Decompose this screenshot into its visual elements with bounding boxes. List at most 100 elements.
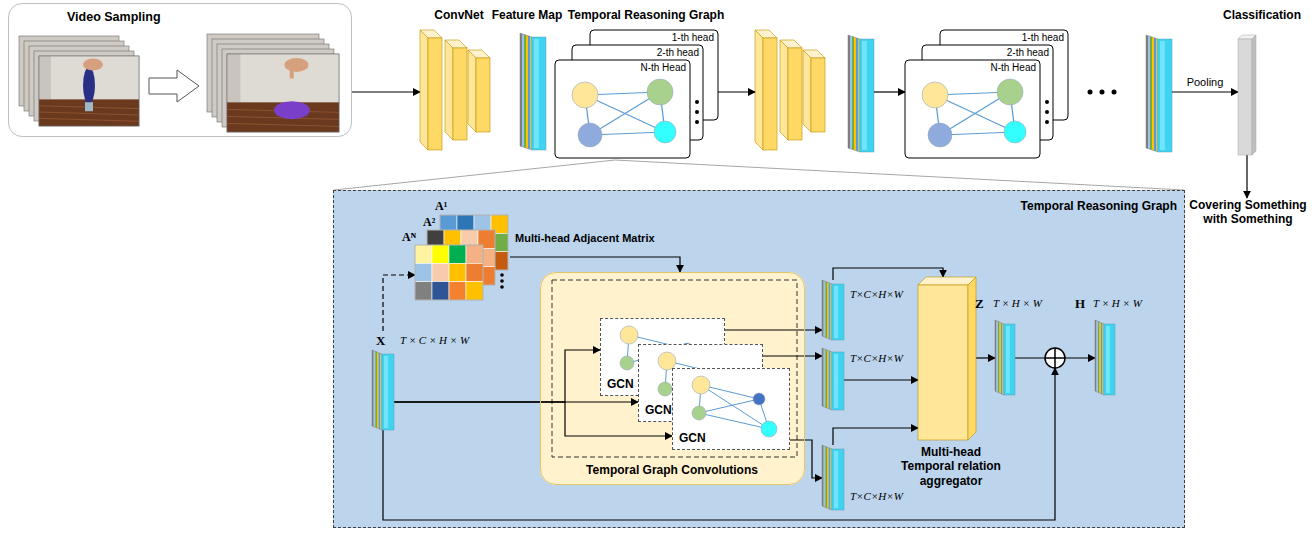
- graph-stack: 1-th head2-th headN-th Head: [905, 30, 1068, 158]
- shape-rect: [1160, 41, 1165, 150]
- feature-map: T×C×H×W: [822, 280, 844, 340]
- shape-rect: [1238, 39, 1252, 155]
- shape-g: [415, 215, 508, 300]
- shape-polygon: [1000, 322, 1002, 394]
- shape-polygon: [1097, 321, 1099, 393]
- shape-rect: [832, 449, 844, 510]
- shape-polygon: [998, 321, 1000, 393]
- shape-polygon: [520, 33, 532, 150]
- gcn-label: GCN: [645, 403, 685, 417]
- shape-polygon: [1001, 323, 1003, 395]
- tensor-symbol: X: [376, 333, 385, 349]
- flow-arrow: [510, 257, 680, 272]
- shape-polygon: [829, 448, 831, 510]
- flow-arrow: [763, 355, 822, 356]
- convnet-block: ConvNet: [420, 30, 498, 152]
- shape-rect: [860, 39, 874, 152]
- shape-g: [555, 30, 718, 158]
- shape-rect: [227, 54, 339, 102]
- feature-map-figure: [822, 348, 844, 410]
- shape-rect: [534, 39, 539, 148]
- shape-circle: [997, 79, 1023, 105]
- graph-conv-group: Temporal Graph ConvolutionsGCNGCNGCN: [540, 272, 805, 485]
- shape-polygon: [803, 50, 811, 132]
- shape-polygon: [825, 446, 827, 508]
- shape-g: [918, 277, 976, 440]
- shape-g: [822, 445, 844, 510]
- shape-polygon: [829, 351, 831, 410]
- shape-polygon: [997, 321, 999, 393]
- classifier-bar: Classification: [1238, 35, 1256, 155]
- shape-rect: [1004, 324, 1015, 395]
- block-title: Classification: [1212, 8, 1312, 22]
- shape-polygon: [825, 349, 827, 408]
- shape-line: [1054, 348, 1056, 368]
- shape-line: [39, 118, 139, 121]
- shape-g: [420, 30, 490, 150]
- flow-arrow: [383, 275, 415, 331]
- shape-polygon: [374, 351, 376, 428]
- feature-map-figure: [822, 445, 844, 510]
- feature-map: HT × H × W: [1095, 320, 1115, 395]
- convnet-block: [755, 30, 825, 150]
- shape-polygon: [825, 281, 827, 338]
- shape-line: [701, 385, 769, 429]
- matrix-symbol: A¹: [435, 199, 447, 213]
- head-group-outline: [552, 280, 797, 457]
- shape-polygon: [1154, 38, 1156, 152]
- sum-symbol: [1045, 348, 1065, 368]
- shape-rect: [788, 48, 802, 140]
- shape-rect: [834, 286, 838, 338]
- shape-line: [699, 413, 769, 429]
- flow-arrow: [725, 329, 822, 330]
- dimension-label: T × C × H × W: [400, 334, 469, 347]
- flow-arrow: [1172, 91, 1238, 92]
- shape-g: [905, 30, 1068, 158]
- flow-arrow: [790, 440, 822, 478]
- head-label: 2-th head: [999, 47, 1049, 59]
- shape-polygon: [850, 36, 852, 150]
- feature-map: T×C×H×W: [822, 445, 844, 510]
- panel-title: Video Sampling: [67, 10, 161, 25]
- shape-polygon: [755, 30, 763, 150]
- head-label: N-th Head: [986, 62, 1036, 74]
- shape-circle: [695, 100, 699, 104]
- shape-rect: [39, 56, 139, 126]
- shape-rect: [415, 245, 483, 300]
- panel-fills: [333, 190, 1185, 528]
- shape-polygon: [522, 34, 524, 148]
- shape-rect: [1106, 326, 1110, 393]
- block-title: Multi-head Adjacent Matrix: [515, 232, 655, 245]
- shape-polygon: [526, 35, 528, 149]
- operation-label: Pooling: [1180, 76, 1230, 89]
- shape-polygon: [1156, 38, 1158, 152]
- feature-map-figure: [520, 33, 546, 150]
- shape-rect: [428, 38, 442, 150]
- tensor-symbol: Z: [975, 296, 984, 312]
- shape-g: [1238, 35, 1256, 155]
- shape-polygon: [803, 50, 825, 58]
- shape-rect: [1104, 324, 1115, 395]
- shape-polygon: [995, 320, 1004, 395]
- shape-polygon: [780, 40, 802, 48]
- shape-polygon: [856, 38, 858, 152]
- shape-polygon: [1098, 321, 1100, 393]
- tensor-symbol: H: [1075, 296, 1085, 312]
- group-title: Temporal Graph Convolutions: [541, 463, 803, 477]
- shape-g: [19, 34, 339, 132]
- head-label: N-th Head: [636, 62, 686, 74]
- shape-circle: [1045, 110, 1049, 114]
- shape-polygon: [824, 281, 826, 338]
- ellipsis-dot: [1100, 90, 1105, 95]
- shape-polygon: [1148, 36, 1150, 150]
- shape-polygon: [968, 277, 976, 440]
- shape-circle: [647, 79, 673, 105]
- zoom-line: [334, 160, 615, 190]
- shape-polygon: [1146, 35, 1158, 152]
- shape-polygon: [1146, 35, 1148, 149]
- shape-polygon: [528, 36, 530, 150]
- feature-map: ZT × H × W: [995, 320, 1015, 395]
- shape-rect: [466, 263, 483, 281]
- shape-ellipse: [284, 58, 308, 72]
- feature-map: T×C×H×W: [822, 348, 844, 410]
